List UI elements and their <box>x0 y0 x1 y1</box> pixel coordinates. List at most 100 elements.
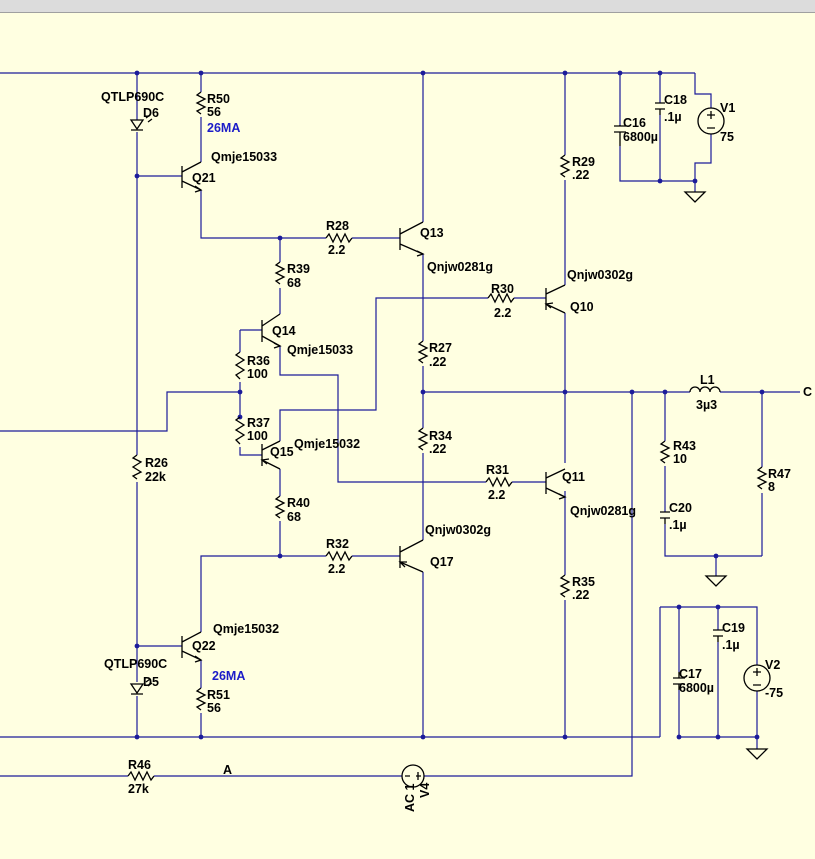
resistor-r32[interactable] <box>325 550 353 562</box>
q11-ref: Q11 <box>562 470 585 484</box>
d6-model: QTLP690C <box>101 90 164 104</box>
transistor-q17[interactable] <box>398 539 424 573</box>
r26-ref: R26 <box>145 456 168 470</box>
transistor-q11[interactable] <box>545 468 567 500</box>
resistor-r40[interactable] <box>274 495 286 519</box>
r39-value: 68 <box>287 276 301 290</box>
resistor-r51[interactable] <box>195 687 207 711</box>
resistor-r35[interactable] <box>559 574 571 598</box>
q22-model: Qmje15032 <box>213 622 279 636</box>
output-net-label: C <box>803 385 812 399</box>
c20-value: .1µ <box>669 518 687 532</box>
transistor-q15[interactable] <box>260 440 281 470</box>
q17-ref: Q17 <box>430 555 454 569</box>
c18-ref: C18 <box>664 93 687 107</box>
resistor-r47[interactable] <box>756 466 768 490</box>
r51-note: 26MA <box>212 669 245 683</box>
r27-ref: R27 <box>429 341 452 355</box>
voltage-source-v1[interactable] <box>697 107 725 135</box>
ground-symbol-top <box>683 191 707 203</box>
net-label-a: A <box>223 763 232 777</box>
transistor-q10[interactable] <box>544 284 566 314</box>
r36-value: 100 <box>247 367 268 381</box>
led-d5[interactable] <box>129 678 153 695</box>
q10-ref: Q10 <box>570 300 594 314</box>
r28-value: 2.2 <box>328 243 345 257</box>
transistor-q21[interactable] <box>181 161 203 193</box>
ground-symbol-bottom <box>745 748 769 760</box>
r31-ref: R31 <box>486 463 509 477</box>
r35-value: .22 <box>572 588 589 602</box>
q14-ref: Q14 <box>272 324 296 338</box>
resistor-r34[interactable] <box>417 427 429 451</box>
r46-ref: R46 <box>128 758 151 772</box>
v4-ref: V4 <box>418 783 432 798</box>
r51-ref: R51 <box>207 688 230 702</box>
transistor-q14[interactable] <box>261 313 282 349</box>
resistor-r37[interactable] <box>234 416 246 445</box>
labels: QTLP690C D6 R50 56 26MA Qmje15033 Q21 R2… <box>101 90 812 812</box>
wires <box>0 72 800 777</box>
d5-model: QTLP690C <box>104 657 167 671</box>
capacitor-c18[interactable] <box>655 102 665 115</box>
r50-value: 56 <box>207 105 221 119</box>
q11-model: Qnjw0281g <box>570 504 636 518</box>
c16-value: 6800µ <box>623 130 658 144</box>
c19-value: .1µ <box>722 638 740 652</box>
r36-ref: R36 <box>247 354 270 368</box>
q21-ref: Q21 <box>192 171 216 185</box>
r47-value: 8 <box>768 480 775 494</box>
q21-model: Qmje15033 <box>211 150 277 164</box>
resistor-r28[interactable] <box>325 232 353 244</box>
resistor-r26[interactable] <box>131 454 143 480</box>
l1-value: 3µ3 <box>696 398 717 412</box>
resistor-r31[interactable] <box>485 476 513 488</box>
c20-ref: C20 <box>669 501 692 515</box>
q15-model: Qmje15032 <box>294 437 360 451</box>
resistor-r27[interactable] <box>417 340 429 364</box>
r34-ref: R34 <box>429 429 452 443</box>
q13-ref: Q13 <box>420 226 444 240</box>
resistor-r46[interactable] <box>127 770 155 782</box>
q15-ref: Q15 <box>270 445 294 459</box>
led-d6[interactable] <box>129 114 153 131</box>
c16-ref: C16 <box>623 116 646 130</box>
resistor-r29[interactable] <box>559 154 571 178</box>
inductor-l1[interactable] <box>689 386 721 393</box>
c17-value: 6800µ <box>679 681 714 695</box>
capacitor-c19[interactable] <box>713 629 723 642</box>
q17-model: Qnjw0302g <box>425 523 491 537</box>
r51-value: 56 <box>207 701 221 715</box>
r35-ref: R35 <box>572 575 595 589</box>
r29-value: .22 <box>572 168 589 182</box>
r43-value: 10 <box>673 452 687 466</box>
r32-value: 2.2 <box>328 562 345 576</box>
v1-value: 75 <box>720 130 734 144</box>
resistor-r50[interactable] <box>195 91 207 115</box>
c18-value: .1µ <box>664 110 682 124</box>
r40-ref: R40 <box>287 496 310 510</box>
c17-ref: C17 <box>679 667 702 681</box>
r29-ref: R29 <box>572 155 595 169</box>
l1-ref: L1 <box>700 373 715 387</box>
r50-note: 26MA <box>207 121 240 135</box>
junction-dots <box>134 70 765 740</box>
q14-model: Qmje15033 <box>287 343 353 357</box>
r37-ref: R37 <box>247 416 270 430</box>
voltage-source-v2[interactable] <box>743 664 771 692</box>
r39-ref: R39 <box>287 262 310 276</box>
ac-source-v4[interactable] <box>401 764 425 788</box>
resistor-r39[interactable] <box>274 261 286 285</box>
capacitor-c20[interactable] <box>660 511 670 524</box>
transistor-q22[interactable] <box>181 631 203 663</box>
r50-ref: R50 <box>207 92 230 106</box>
resistor-r43[interactable] <box>659 440 671 464</box>
r32-ref: R32 <box>326 537 349 551</box>
capacitor-c16[interactable] <box>614 125 626 146</box>
transistor-q13[interactable] <box>399 221 425 257</box>
capacitor-c17[interactable] <box>673 672 685 690</box>
resistor-r30[interactable] <box>487 292 515 304</box>
d6-ref: D6 <box>143 106 159 120</box>
resistor-r36[interactable] <box>234 351 246 380</box>
